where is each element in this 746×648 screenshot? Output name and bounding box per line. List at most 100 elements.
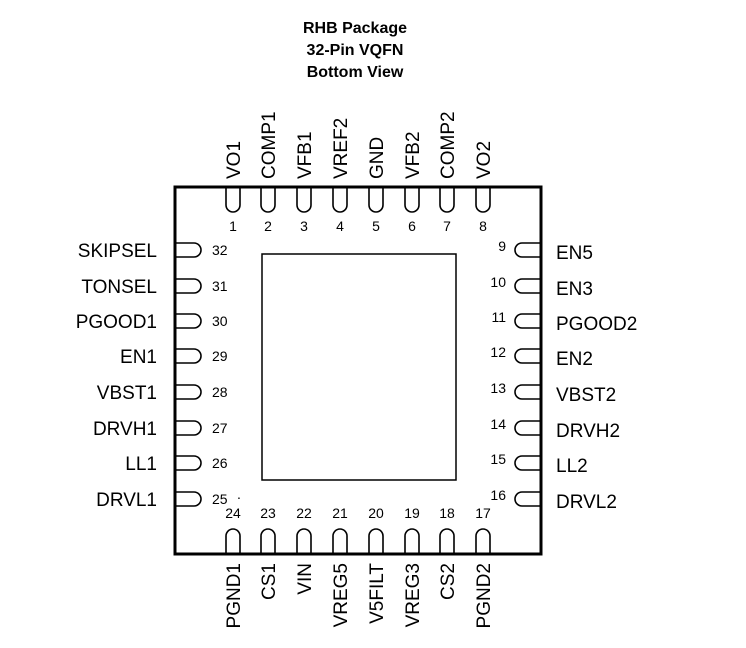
pin-number: 12 <box>490 344 506 360</box>
pin-name: TONSEL <box>81 277 157 298</box>
pin-name: EN2 <box>556 349 593 370</box>
pin-pad <box>514 384 541 400</box>
pin-name: CS2 <box>438 563 459 600</box>
pin-name: DRVL2 <box>556 492 617 513</box>
pin-number: 3 <box>300 218 308 234</box>
pin-number: 26 <box>212 455 228 471</box>
title-package: RHB Package <box>302 20 408 37</box>
pin-32: 32 SKIPSEL <box>78 241 228 262</box>
package-outline <box>173 185 543 556</box>
pin-number: 23 <box>260 505 276 521</box>
pin-name: SKIPSEL <box>78 241 157 262</box>
pin-name: EN1 <box>120 347 157 368</box>
pin-number: 13 <box>490 380 506 396</box>
pin-name: VO1 <box>224 141 245 179</box>
pin-name: LL2 <box>556 456 588 477</box>
thermal-pad <box>261 253 457 481</box>
pin-pad <box>404 187 420 213</box>
pin-pad <box>475 187 491 213</box>
pin-name: DRVL1 <box>96 490 157 511</box>
pin-14: 14 DRVH2 <box>490 416 620 442</box>
pin-pad <box>225 528 241 554</box>
pin-name: COMP1 <box>259 111 280 179</box>
pin-number: 7 <box>443 218 451 234</box>
diagram-title: RHB Package 32-Pin VQFN Bottom View <box>0 18 710 84</box>
pin-number: 11 <box>491 309 506 325</box>
pin-name: VFB2 <box>403 131 424 179</box>
pin-25: 25 DRVL1 <box>96 490 228 511</box>
pin-pad <box>332 528 348 554</box>
pin-name: VBST2 <box>556 385 616 406</box>
pin-3: 3 VFB1 <box>295 131 316 234</box>
pin-pad <box>514 348 541 364</box>
pin-15: 15 LL2 <box>490 451 587 477</box>
pin-pad <box>514 278 541 294</box>
pin-number: 17 <box>475 505 491 521</box>
pin-13: 13 VBST2 <box>490 380 616 406</box>
pin-number: 15 <box>490 451 506 467</box>
pin-number: 25 <box>212 491 228 507</box>
pin-pad <box>175 348 202 364</box>
pin-pad <box>175 384 202 400</box>
pin-pad <box>296 528 312 554</box>
pin-pad <box>175 455 202 471</box>
pin-name: PGND2 <box>474 563 495 628</box>
pin-pad <box>332 187 348 213</box>
pin-number: 14 <box>490 416 506 432</box>
pin-number: 27 <box>212 420 228 436</box>
pin-name: V5FILT <box>367 563 388 624</box>
pin-name: DRVH2 <box>556 421 620 442</box>
pin-pad <box>514 420 541 436</box>
pin-number: 32 <box>212 242 228 258</box>
pin-pad <box>175 242 202 258</box>
pin-number: 29 <box>212 348 228 364</box>
pin-pad <box>439 187 455 213</box>
pin-pad <box>514 491 541 507</box>
pin-29: 29 EN1 <box>120 347 228 368</box>
pin-pad <box>514 242 541 258</box>
pin-pad <box>514 455 541 471</box>
pin-name: PGOOD1 <box>76 312 157 333</box>
pin-pad <box>260 528 276 554</box>
pin-pad <box>368 528 384 554</box>
pin-number: 24 <box>225 505 241 521</box>
pin-number: 19 <box>404 505 420 521</box>
pin-name: VFB1 <box>295 131 316 179</box>
pin-30: 30 PGOOD1 <box>76 312 228 333</box>
pin-number: 9 <box>498 238 506 254</box>
pin-name: COMP2 <box>438 111 459 179</box>
pin-name: VO2 <box>474 141 495 179</box>
pin-number: 21 <box>332 505 348 521</box>
pin-pad <box>175 313 202 329</box>
pin-number: 8 <box>479 218 487 234</box>
pin-27: 27 DRVH1 <box>93 419 228 440</box>
pin-name: CS1 <box>259 563 280 600</box>
pin-name: PGND1 <box>224 563 245 628</box>
pin-pad <box>175 491 202 507</box>
pin-number: 18 <box>439 505 455 521</box>
title-view: Bottom View <box>306 64 404 81</box>
pin-pad <box>439 528 455 554</box>
pin-number: 28 <box>212 384 228 400</box>
pin-name: GND <box>367 137 388 179</box>
pin-name: DRVH1 <box>93 419 157 440</box>
pin-7: 7 COMP2 <box>438 111 459 234</box>
pin-number: 30 <box>212 313 228 329</box>
pin-8: 8 VO2 <box>474 141 495 234</box>
pin-pad <box>475 528 491 554</box>
